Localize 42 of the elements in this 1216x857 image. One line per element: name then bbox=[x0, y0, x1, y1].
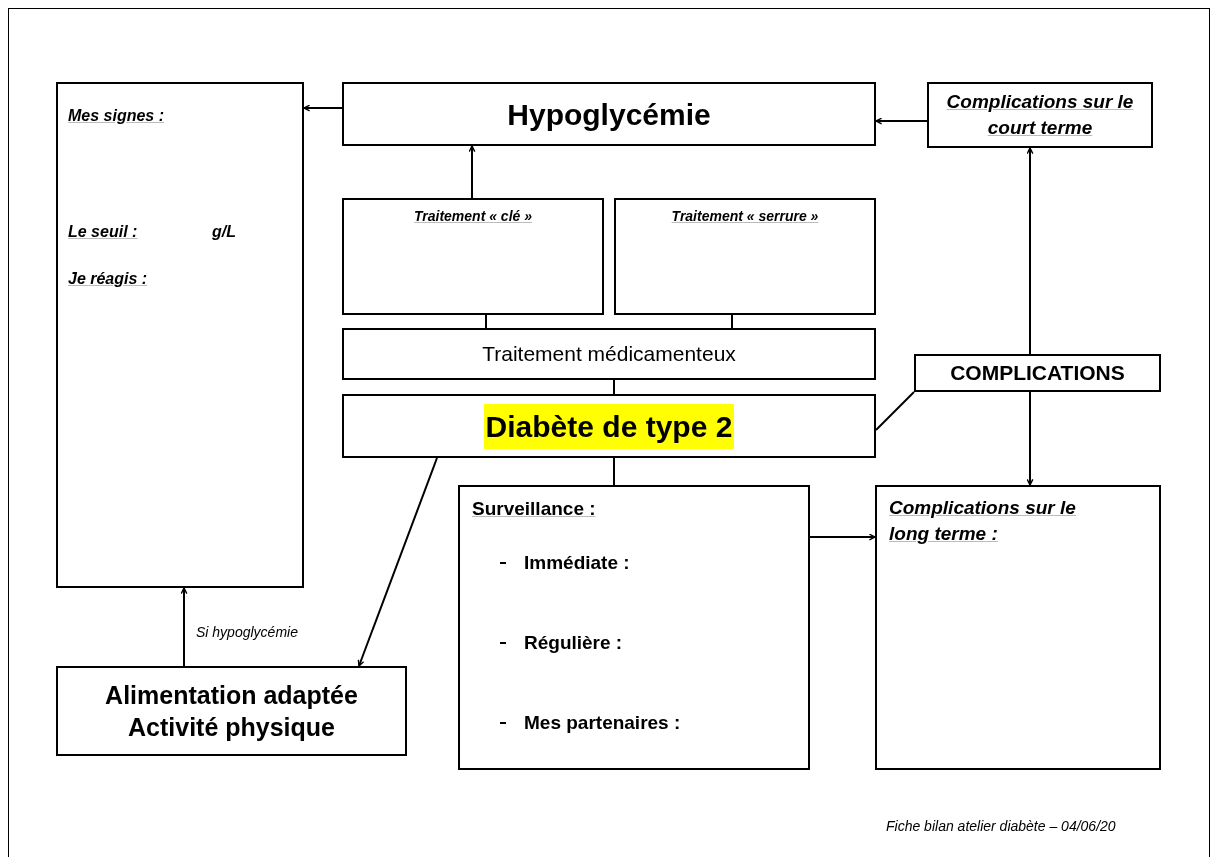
node-text: Immédiate : bbox=[524, 551, 630, 575]
text-box bbox=[342, 198, 604, 315]
arrow bbox=[875, 117, 928, 125]
text-box bbox=[56, 666, 407, 756]
node-text: Surveillance : bbox=[472, 497, 596, 521]
arrow bbox=[357, 457, 438, 667]
node-text: Mes signes : bbox=[68, 106, 165, 126]
node-text: Traitement « clé » bbox=[414, 207, 532, 226]
node-text: Complications sur le court terme bbox=[945, 90, 1135, 140]
connector-line bbox=[613, 457, 615, 486]
node-text: Mes partenaires : bbox=[524, 711, 681, 735]
text-box bbox=[56, 82, 304, 588]
connector-line bbox=[731, 314, 733, 329]
node-text: Alimentation adaptée Activité physique bbox=[104, 680, 359, 743]
arrow bbox=[1026, 391, 1034, 486]
arrow bbox=[303, 104, 343, 112]
arrow bbox=[180, 587, 188, 667]
node-text: Traitement « serrure » bbox=[671, 207, 819, 226]
connector-line bbox=[875, 391, 915, 431]
node-text: Complications sur le long terme : bbox=[889, 496, 1077, 546]
text-box bbox=[914, 354, 1161, 392]
node-text: Hypoglycémie bbox=[507, 96, 711, 133]
node-text: Diabète de type 2 bbox=[483, 403, 735, 449]
text-box bbox=[342, 328, 876, 380]
connector-line bbox=[613, 379, 615, 395]
arrow bbox=[1026, 147, 1034, 355]
node-text: Je réagis : bbox=[68, 269, 148, 289]
connector-line bbox=[485, 314, 487, 329]
text-box bbox=[342, 82, 876, 146]
arrow bbox=[468, 145, 476, 199]
node-text: COMPLICATIONS bbox=[950, 360, 1125, 387]
text-box bbox=[458, 485, 810, 770]
arrow bbox=[809, 533, 876, 541]
node-text: Régulière : bbox=[524, 631, 623, 655]
node-text: g/L bbox=[212, 222, 236, 242]
node-text: Le seuil : bbox=[68, 222, 138, 242]
caption: Fiche bilan atelier diabète – 04/06/20 bbox=[886, 817, 1116, 836]
text-box bbox=[614, 198, 876, 315]
text-box bbox=[927, 82, 1153, 148]
text-box bbox=[875, 485, 1161, 770]
text-box bbox=[342, 394, 876, 458]
node-text: Traitement médicamenteux bbox=[482, 341, 736, 368]
